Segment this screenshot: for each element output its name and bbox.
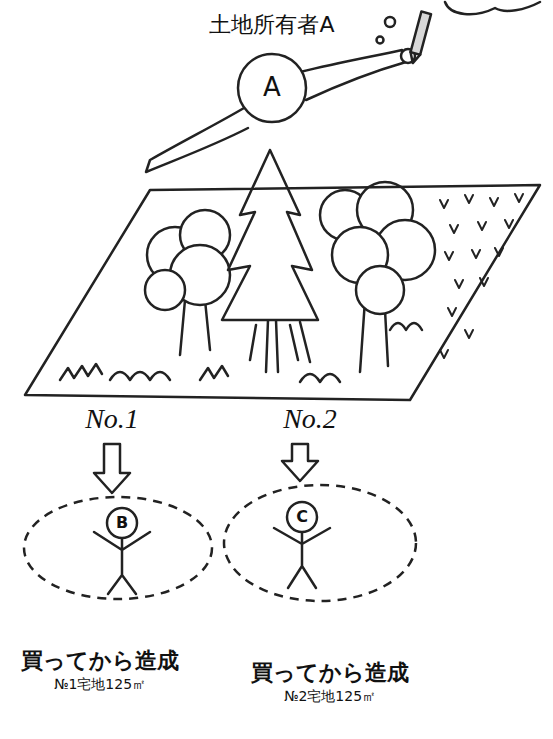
owner-head: 土地所有者AA xyxy=(236,52,308,124)
right-arm xyxy=(300,50,406,100)
buyer-oval: B買ってから造成№1宅地125㎡ xyxy=(22,495,214,601)
left-arm xyxy=(146,108,248,172)
thought-cloud xyxy=(445,2,540,14)
lot-number: No.2 xyxy=(283,403,337,435)
bush xyxy=(390,323,422,330)
node-outline xyxy=(222,483,418,603)
dashed-oval xyxy=(224,485,416,601)
pine-tree xyxy=(222,150,318,372)
node-outline xyxy=(25,185,545,440)
grass xyxy=(60,364,102,380)
head-circle xyxy=(107,508,137,538)
node-outline xyxy=(22,495,214,601)
head-circle xyxy=(238,54,306,122)
buyer-letter: C xyxy=(296,508,308,526)
lot-number: No.1 xyxy=(85,403,139,435)
grass xyxy=(200,366,228,380)
owner-title: 土地所有者A xyxy=(209,12,334,37)
tree xyxy=(320,182,435,372)
tree xyxy=(145,210,230,355)
dashed-oval xyxy=(24,497,212,599)
person-body xyxy=(274,528,330,588)
buyer-letter: B xyxy=(116,514,128,532)
thought-bubble xyxy=(385,17,395,27)
plan-caption: 買ってから造成 xyxy=(21,648,179,673)
lot-size: №1宅地125㎡ xyxy=(54,676,146,692)
bush xyxy=(110,372,170,380)
owner-letter: A xyxy=(263,73,281,103)
hollow-arrow xyxy=(282,444,318,481)
head-circle xyxy=(287,502,317,532)
pen xyxy=(408,12,431,65)
buyer-oval: C買ってから造成№2宅地125㎡ xyxy=(222,483,418,603)
land-parcel: No.1 No.2 xyxy=(25,185,545,440)
bush xyxy=(300,374,340,382)
person-body xyxy=(94,532,150,594)
plan-caption: 買ってから造成 xyxy=(251,660,409,685)
grass-marks xyxy=(440,194,523,358)
hollow-arrow xyxy=(94,444,130,493)
thought-bubble xyxy=(377,37,384,44)
land-outline xyxy=(25,185,540,400)
lot-size: №2宅地125㎡ xyxy=(284,688,376,704)
